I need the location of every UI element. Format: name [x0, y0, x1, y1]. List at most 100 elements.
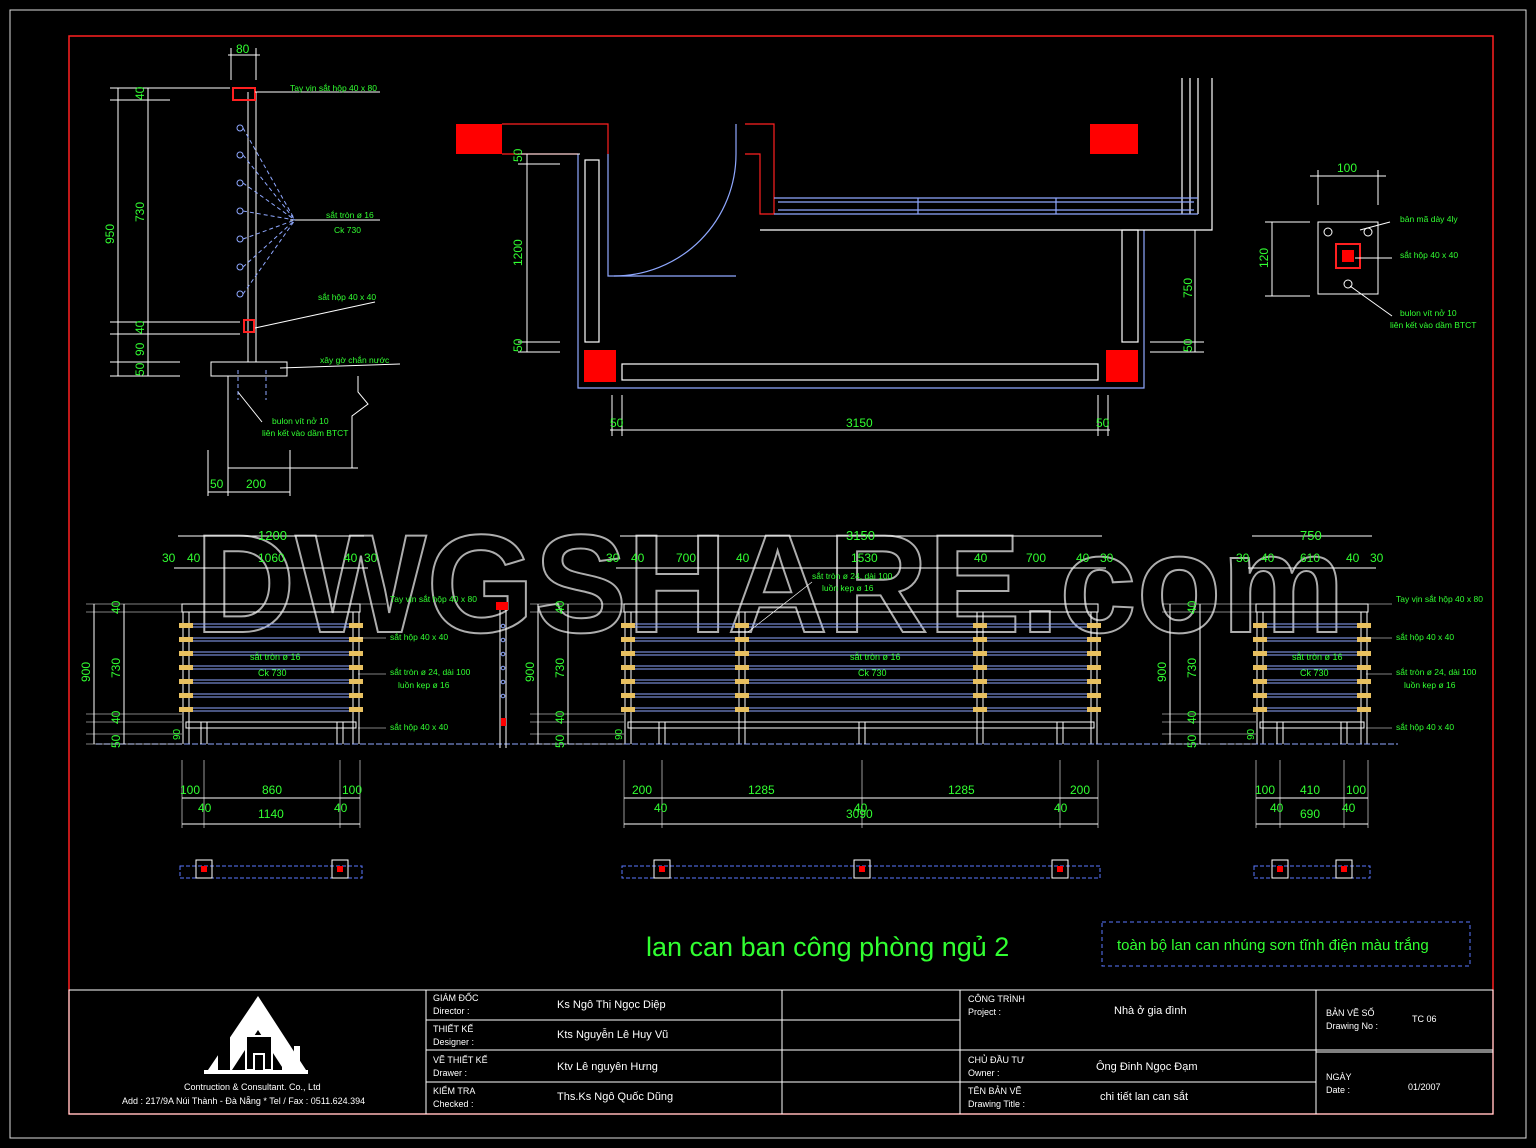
dim-h-40: 40	[109, 600, 123, 614]
side-note: sắt hộp 40 x 40	[390, 632, 448, 642]
role-drawer: VẼ THIẾT KẾ	[433, 1055, 488, 1065]
note-bolt-r: bulon vít nở 10	[1400, 308, 1457, 318]
title-label: TÊN BẢN VẼ	[968, 1085, 1022, 1096]
dim-top-part: 30	[1100, 551, 1114, 565]
dim-bottom-small: 40	[198, 801, 212, 815]
dim-h-90: 90	[172, 728, 183, 740]
clamp	[621, 637, 635, 642]
clamp	[621, 623, 635, 628]
role-checked-en: Checked :	[433, 1099, 474, 1109]
clamp	[1357, 623, 1371, 628]
clamp	[973, 707, 987, 712]
side-note: Tay vịn sắt hộp 40 x 80	[390, 594, 477, 604]
date-label-en: Date :	[1326, 1085, 1350, 1095]
footing-line	[179, 865, 363, 879]
footing-post	[1341, 866, 1347, 872]
dim-h-50: 50	[109, 734, 123, 748]
clamp	[973, 693, 987, 698]
dim-bottom-small: 40	[1054, 801, 1068, 815]
bottom-rail	[1259, 721, 1365, 729]
dim-top-part: 610	[1300, 551, 1320, 565]
dim-top-total: 1200	[258, 528, 287, 543]
dim-bottom-total: 690	[1300, 807, 1320, 821]
clamp	[621, 707, 635, 712]
clamp	[1357, 665, 1371, 670]
dim-h-950: 950	[103, 224, 117, 244]
dim-top-part: 40	[1346, 551, 1360, 565]
footing-plate	[1335, 859, 1353, 879]
plan-dim-750: 750	[1181, 278, 1195, 298]
clamp	[735, 623, 749, 628]
clamp	[1253, 651, 1267, 656]
outer-border	[9, 9, 1527, 1139]
clamp	[349, 693, 363, 698]
clamp	[1253, 707, 1267, 712]
dim-top-part: 40	[631, 551, 645, 565]
dim-top-total: 3150	[846, 528, 875, 543]
dim-top-part: 700	[1026, 551, 1046, 565]
dim-h-900: 900	[1155, 662, 1169, 682]
dim-bottom-total: 3090	[846, 807, 873, 821]
name-director: Ks Ngô Thị Ngọc Diệp	[557, 999, 666, 1011]
clamp	[735, 637, 749, 642]
note-curb: xây gờ chắn nước	[320, 355, 390, 365]
dim-top-part: 40	[1076, 551, 1090, 565]
dim-h-40b: 40	[553, 710, 567, 724]
plan-dim-3150: 3150	[846, 416, 873, 430]
footing-plate	[1271, 859, 1289, 879]
clamp	[973, 623, 987, 628]
plan-dim-text: 50 1200 50 750 50 50 3150 50	[511, 148, 1195, 430]
footing-plate	[853, 859, 871, 879]
date-value: 01/2007	[1408, 1082, 1441, 1092]
dim-h-40b: 40	[109, 710, 123, 724]
section-dim-text: 80 40 730 40 90 50 950 50 200	[103, 42, 266, 491]
clamp	[179, 707, 193, 712]
clamp	[1087, 637, 1101, 642]
note-clamp-rod: sắt tròn ø 24, dài 100	[812, 571, 893, 581]
clamp	[349, 665, 363, 670]
handrail	[181, 603, 361, 613]
note-box: sắt hộp 40 x 40	[1400, 250, 1458, 260]
dim-h-900: 900	[523, 662, 537, 682]
clamp	[1087, 679, 1101, 684]
dim-bottom-part: 200	[632, 783, 652, 797]
clamp	[973, 665, 987, 670]
clamp	[735, 665, 749, 670]
dim-bottom-part: 1285	[948, 783, 975, 797]
footing-post	[201, 866, 207, 872]
clamp	[621, 651, 635, 656]
paint-note: toàn bộ lan can nhúng sơn tĩnh điện màu …	[1117, 937, 1429, 954]
clamp	[1253, 665, 1267, 670]
plan-dim-50a: 50	[511, 148, 525, 162]
clamp	[973, 679, 987, 684]
dim-bottom-part: 200	[1070, 783, 1090, 797]
note-ck: Ck 730	[334, 225, 361, 235]
name-checked: Ths.Ks Ngô Quốc Dũng	[557, 1091, 673, 1103]
bottom-rail	[185, 721, 357, 729]
dim-top-part: 40	[187, 551, 201, 565]
dim-bottom-part: 860	[262, 783, 282, 797]
role-drawer-en: Drawer :	[433, 1068, 467, 1078]
dim-top-part: 40	[344, 551, 358, 565]
clamp	[179, 651, 193, 656]
dim-h-40: 40	[133, 86, 147, 100]
drawing-no-value: TC 06	[1412, 1014, 1437, 1024]
name-designer: Kts Nguyễn Lê Huy Vũ	[557, 1028, 668, 1041]
project-value: Nhà ở gia đình	[1114, 1005, 1187, 1017]
owner-label: CHỦ ĐẦU TƯ	[968, 1054, 1025, 1065]
clamp	[735, 679, 749, 684]
dim-top-part: 30	[606, 551, 620, 565]
dim-h-50: 50	[553, 734, 567, 748]
footing-post	[1277, 866, 1283, 872]
side-note: sắt tròn ø 24, dài 100	[1396, 667, 1477, 677]
clamp	[179, 679, 193, 684]
section-notes: Tay vịn sắt hộp 40 x 80 sắt tròn ø 16 Ck…	[262, 83, 390, 438]
note-inner-bar: sắt tròn ø 16	[1292, 652, 1343, 662]
side-note: sắt hộp 40 x 40	[1396, 632, 1454, 642]
dim-h-90: 90	[1246, 728, 1257, 740]
dim-bottom-part: 100	[1255, 783, 1275, 797]
drawing-no-label-en: Drawing No :	[1326, 1021, 1378, 1031]
clamp	[349, 623, 363, 628]
clamp	[179, 623, 193, 628]
